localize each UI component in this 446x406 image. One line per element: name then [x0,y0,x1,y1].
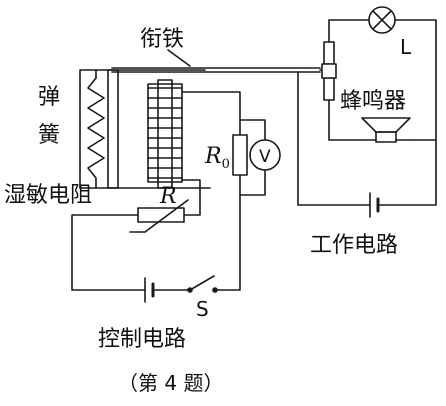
resistor-r-label: R [159,184,177,209]
lamp-branch-wire [328,19,437,141]
resistor-r0 [232,134,248,176]
resistor-r0-label: R0 [204,144,230,172]
moving-contact [321,63,337,79]
working-armature-return [297,71,371,206]
r0-lower-lead [214,174,241,291]
voltmeter-circle [249,139,281,171]
electromagnet-core [157,79,173,189]
coil-lead-right [181,91,241,136]
humidity-resistor-arrow [129,199,189,233]
caption-label: （第 4 题） [118,371,223,395]
spring-label-1: 弹 [38,85,60,110]
upper-contact-block [323,41,335,65]
relay-pivot-post [107,69,119,189]
buzzer-label: 蜂鸣器 [340,89,406,114]
lamp-label: L [400,35,412,59]
electromagnet-outline [147,83,183,183]
resistor-r0-main: R [204,144,222,169]
humidity-resistor-label: 湿敏电阻 [4,183,92,208]
buzzer-branch-wire [328,99,363,141]
buzzer-base [375,131,397,143]
lower-contact-block [323,77,335,101]
switch-right-contact [212,287,218,293]
working-battery-return [377,139,437,206]
coil-lead-down [181,179,201,216]
humidity-resistor-left-lead [71,214,146,291]
relay-left-frame [79,69,206,189]
buzzer-body [361,117,411,133]
resistor-r0-sub: 0 [222,157,230,172]
lamp-cross [372,10,392,30]
voltmeter-wires [239,119,266,196]
spring-coil [87,77,105,189]
control-circuit-label: 控制电路 [98,327,186,352]
working-circuit-label: 工作电路 [310,233,398,258]
armature-label: 衔铁 [140,27,184,52]
voltmeter-label: V [259,147,271,167]
switch-label: S [196,297,209,321]
switch-blade [189,275,215,291]
armature-pointer [167,49,191,67]
spring-label-2: 簧 [38,123,60,148]
electromagnet-coil [147,87,183,179]
